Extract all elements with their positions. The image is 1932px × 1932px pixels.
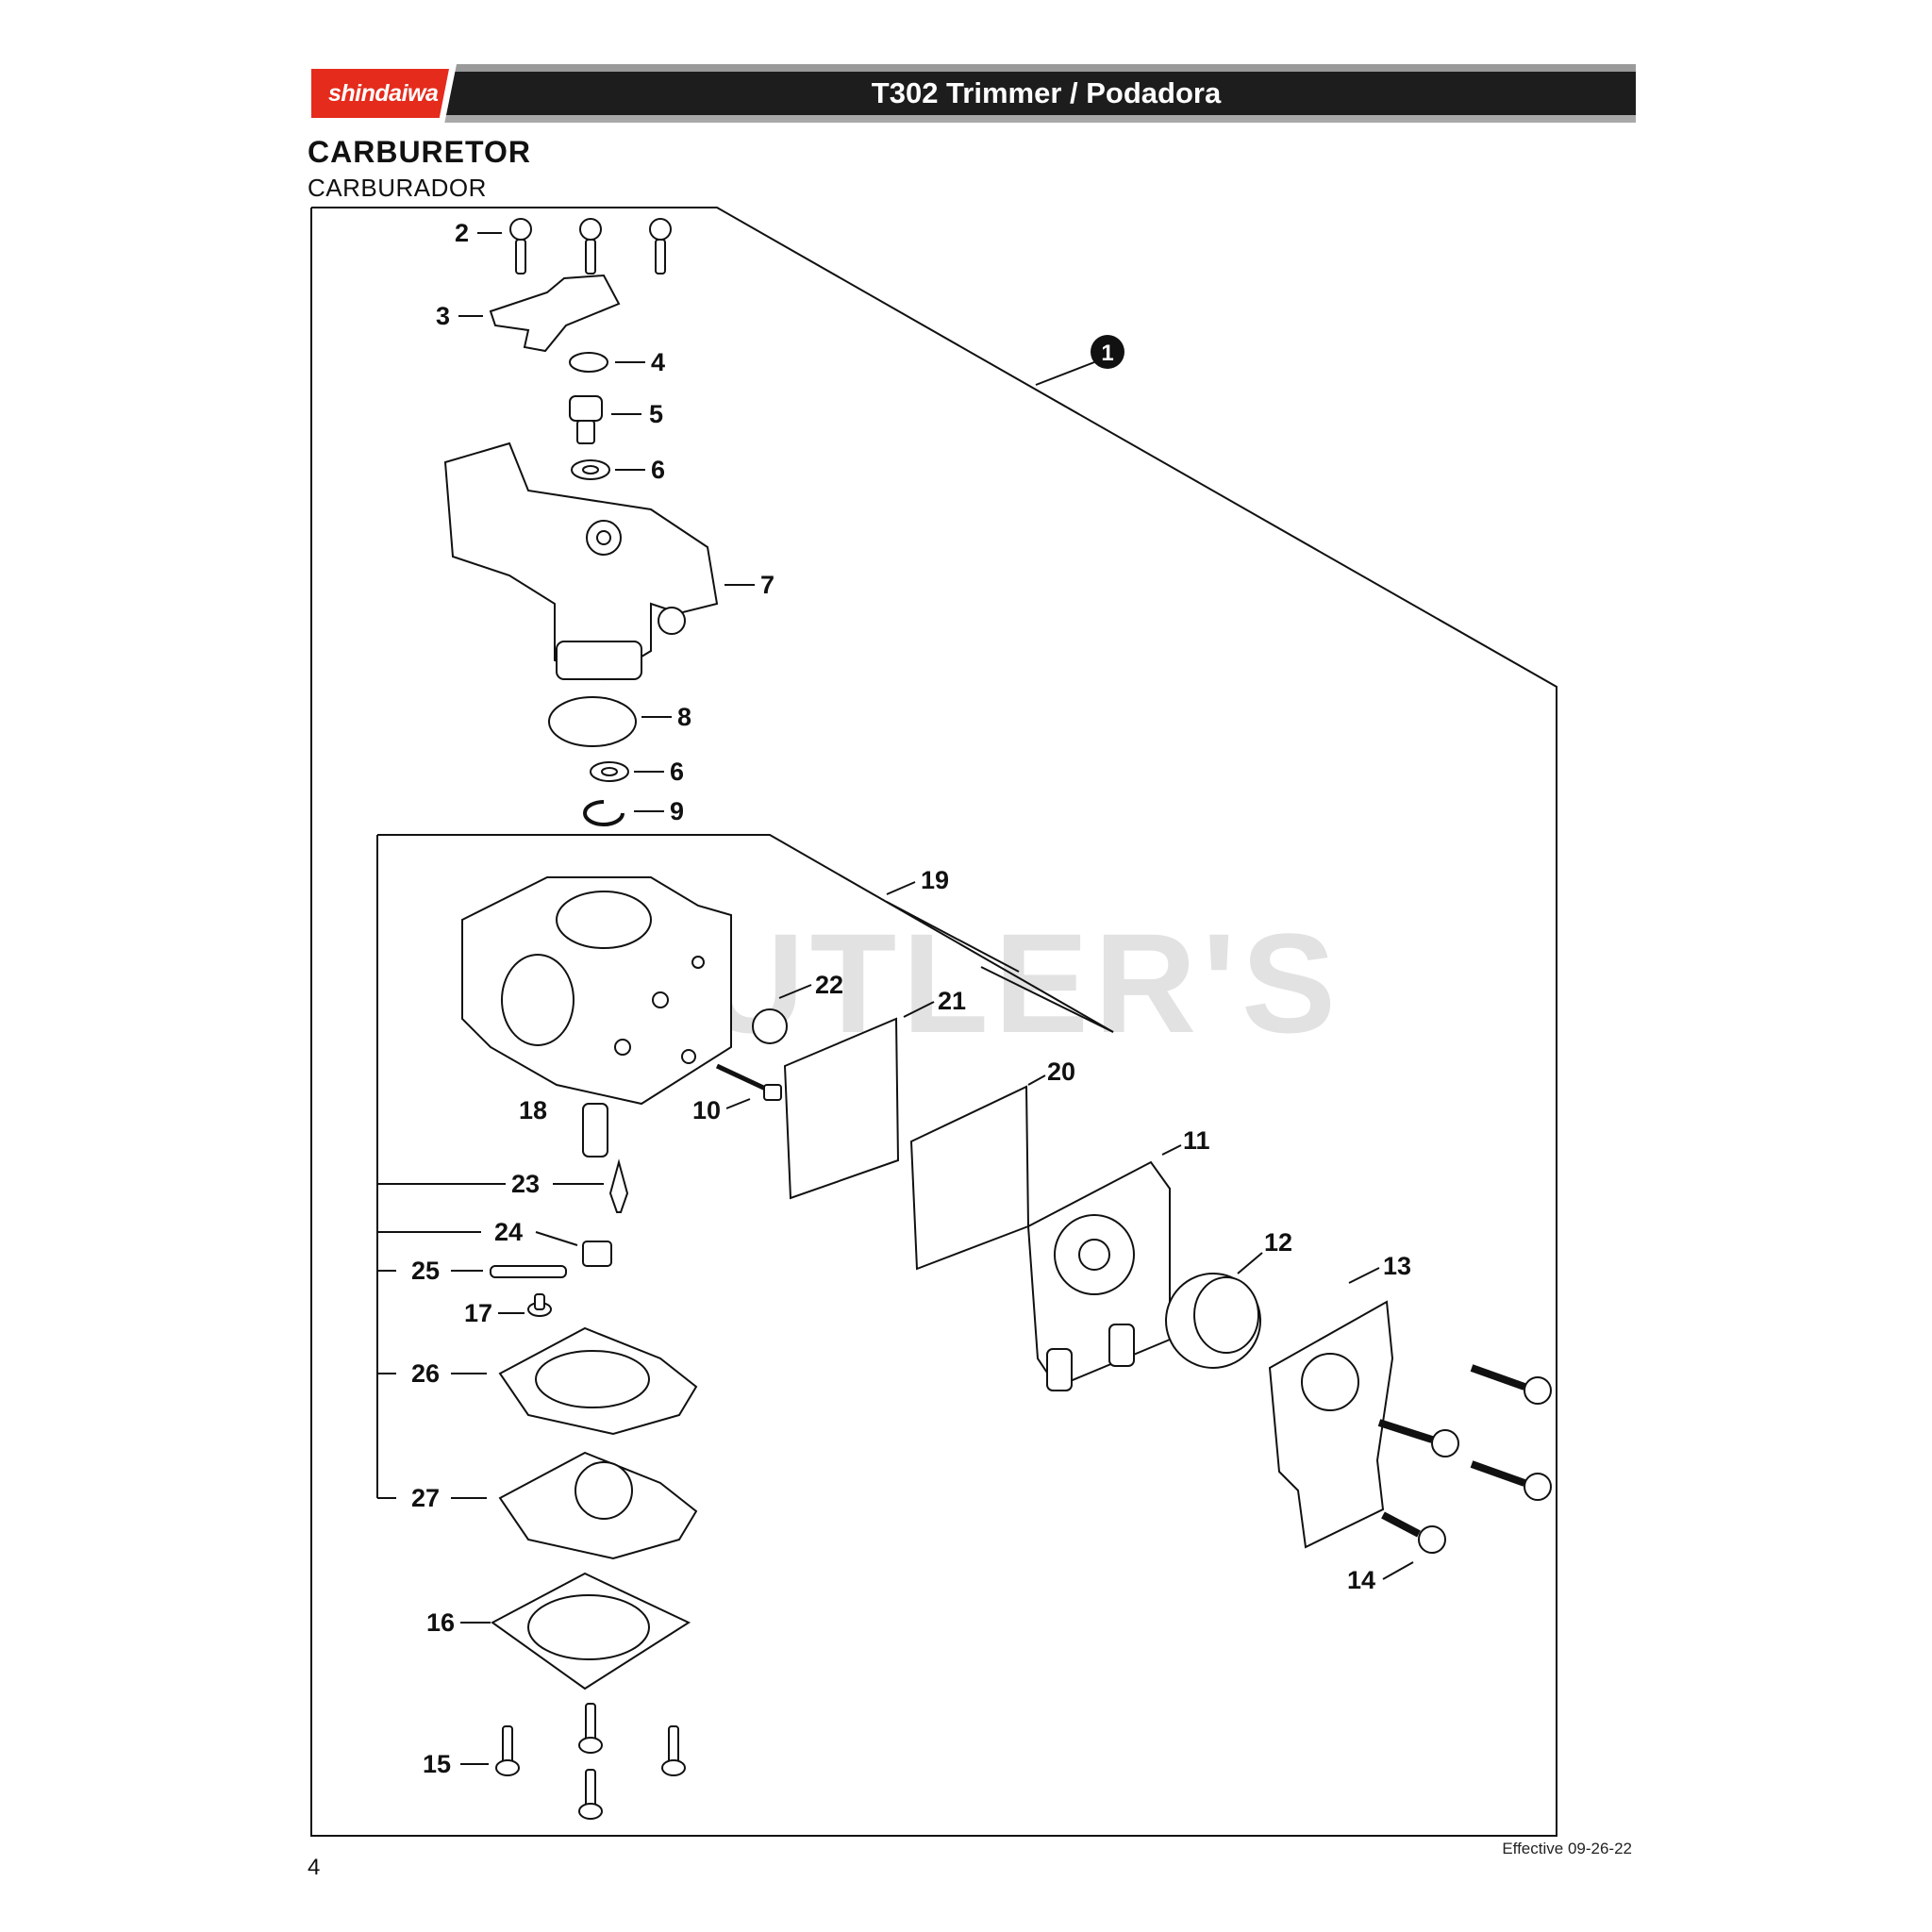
metering-cover-recess [527,1594,650,1660]
callout-23: 23 [511,1170,540,1198]
callout-19: 19 [921,866,949,894]
callout-11: 11 [1183,1126,1210,1155]
throttle-plug [569,395,603,444]
logo-frame: shindaiwa [308,64,457,123]
callout-24: 24 [494,1218,523,1246]
section-title: CARBURETOR [308,135,531,169]
filter-screen [752,1008,788,1044]
callout-3: 3 [436,302,450,330]
callout-15: 15 [423,1750,451,1778]
section-subtitle: CARBURADOR [308,174,487,202]
carburetor-body [461,876,732,1106]
lever-plate [489,274,621,353]
assembly-outline [310,207,1557,1837]
assembly-callout-marker: 1 [1091,335,1124,369]
effective-date: Effective 09-26-22 [1502,1840,1632,1857]
callout-21: 21 [938,987,966,1015]
banner-bottom-rule [308,115,1636,123]
lever-pin [490,1265,567,1278]
callout-4: 4 [651,348,665,376]
lever-screw [527,1293,552,1317]
metering-spring [582,1103,608,1158]
callout-2: 2 [455,219,469,247]
assembly-leader [1035,361,1095,386]
callout-25: 25 [411,1257,440,1285]
banner-top-rule [308,64,1636,72]
callout-6b: 6 [670,758,684,786]
callout-6a: 6 [651,456,665,484]
metering-diaphragm-center [575,1461,633,1520]
cover-screws [495,1703,686,1820]
bracket-screws [1377,1364,1552,1554]
assembly-frames [310,207,1557,1837]
callout-10: 10 [692,1096,721,1124]
throttle-body [443,441,719,681]
callout-27: 27 [411,1484,440,1512]
washer-lower-hole [601,767,618,776]
kit-line-22 [886,901,1020,973]
callout-26: 26 [411,1359,440,1388]
callout-22: 22 [815,971,843,999]
header-banner: shindaiwa T302 Trimmer / Podadora [308,64,1636,123]
callout-7: 7 [760,571,774,599]
e-clip [583,800,625,826]
banner-black-bar [308,72,1636,115]
callout-labels: 2 3 4 5 6 7 8 6 9 19 22 21 20 10 18 11 2… [411,219,1411,1778]
brand-logo: shindaiwa [311,69,449,118]
lever-spring [569,352,608,373]
inlet-needle [608,1158,629,1213]
callout-20: 20 [1047,1058,1075,1086]
callout-9: 9 [670,797,684,825]
o-ring [548,696,637,747]
washer-upper-hole [582,465,599,475]
page-number: 4 [308,1855,321,1880]
pump-gasket [783,1017,900,1200]
needle-valve [715,1063,782,1101]
callout-14: 14 [1347,1566,1375,1594]
pump-cover [1026,1160,1171,1391]
callout-5: 5 [649,400,663,428]
diaphragm-gasket-hole [535,1350,650,1408]
page-title: T302 Trimmer / Podadora [871,76,1222,109]
kit-line-21 [980,966,1114,1033]
callout-12: 12 [1264,1228,1292,1257]
callout-17: 17 [464,1299,492,1327]
screw-set-top [509,218,672,275]
part-illustrations [443,218,1552,1820]
assembly-callout-label: 1 [1101,341,1113,366]
metering-lever [582,1241,612,1267]
primer-bulb-dome [1193,1276,1259,1354]
pump-diaphragm [909,1085,1030,1271]
callout-18: 18 [519,1096,547,1124]
body-subassembly-outline [377,834,1114,1033]
leader-lines [451,232,1414,1765]
primer-bracket [1268,1300,1394,1549]
callout-13: 13 [1383,1252,1411,1280]
callout-8: 8 [677,703,691,731]
callout-16: 16 [426,1608,455,1637]
